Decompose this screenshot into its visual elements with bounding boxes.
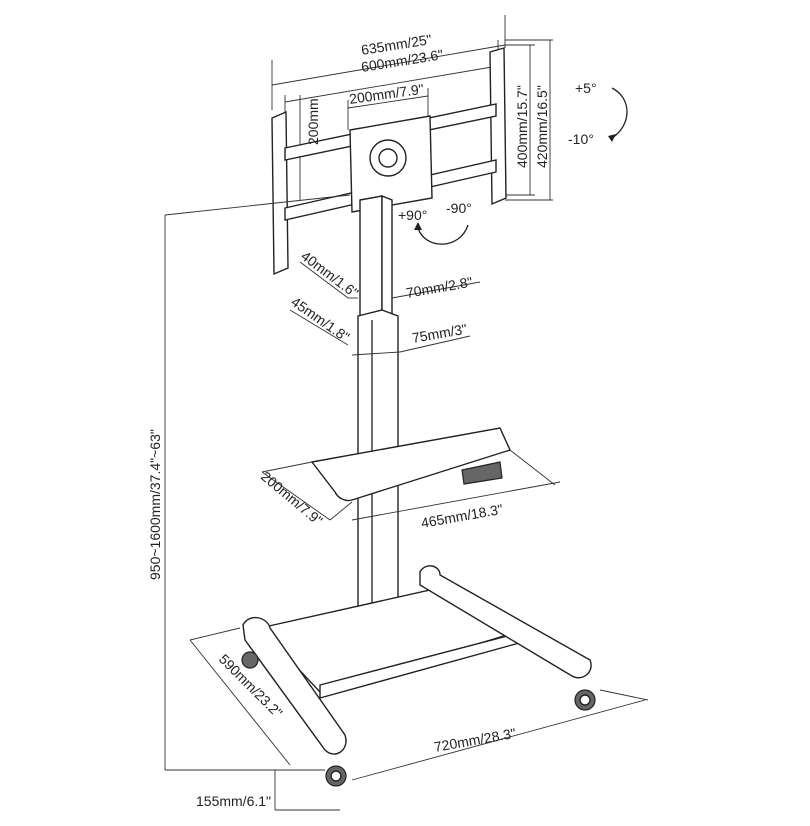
stand-pole bbox=[357, 194, 399, 633]
rotation-negative-label: -90° bbox=[446, 200, 472, 216]
vesa-vertical-label: 200mm bbox=[305, 98, 321, 145]
pole-dimension-lines bbox=[289, 261, 481, 356]
base-width-label: 720mm/28.3" bbox=[433, 725, 517, 755]
mount-height-label: 400mm/15.7" bbox=[514, 85, 530, 168]
overall-height-label: 420mm/16.5" bbox=[534, 85, 550, 168]
rotation-arrow-icon bbox=[414, 222, 469, 245]
tilt-arrow-icon bbox=[608, 87, 628, 142]
lower-pole-width-label: 75mm/3" bbox=[411, 321, 469, 346]
wheel-height-label: 155mm/6.1" bbox=[196, 793, 271, 809]
top-dimension-lines bbox=[271, 15, 553, 201]
height-range-label: 950~1600mm/37.4"~63" bbox=[147, 429, 163, 580]
upper-pole-depth-label: 40mm/1.6" bbox=[298, 248, 361, 301]
tilt-up-label: +5° bbox=[575, 80, 597, 96]
lower-pole-depth-label: 45mm/1.8" bbox=[288, 293, 352, 345]
shelf-depth-label: 200mm/7.9" bbox=[258, 468, 326, 528]
shelf bbox=[261, 427, 561, 521]
height-dimension-line bbox=[164, 194, 351, 771]
base-dimension-lines bbox=[189, 627, 649, 811]
rotation-positive-label: +90° bbox=[398, 207, 427, 223]
stand-base bbox=[241, 565, 596, 787]
vesa-mount-bracket bbox=[271, 47, 507, 276]
upper-pole-width-label: 70mm/2.8" bbox=[405, 274, 474, 301]
tilt-down-label: -10° bbox=[568, 131, 594, 147]
